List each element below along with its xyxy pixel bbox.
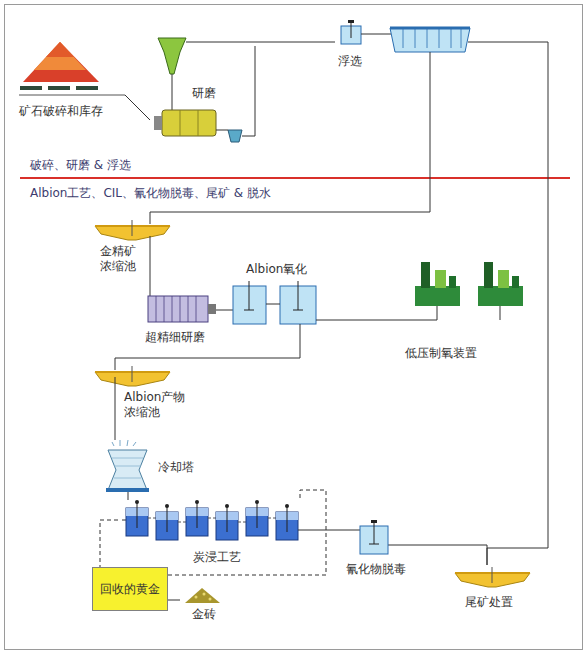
equipment-unit: 矿石破碎和库存 [15, 38, 125, 128]
unit-label: 超精细研磨 [145, 330, 205, 345]
flow-line [150, 280, 151, 292]
flow-line [150, 75, 430, 224]
equipment-unit: 氰化物脱毒 [338, 520, 418, 582]
flow-line [168, 490, 326, 575]
flow-line [168, 600, 180, 601]
flow-line [323, 320, 385, 321]
flow-line [115, 332, 300, 370]
section-label: Albion工艺、CIL、氰化物脱毒、尾矿 & 脱水 [30, 186, 271, 201]
unit-label: 金砖 [192, 607, 216, 622]
flow-line [225, 310, 228, 311]
flow-line [115, 430, 116, 440]
flow-line [313, 530, 338, 531]
process-box: 回收的黄金 [92, 567, 168, 611]
unit-label: 回收的黄金 [100, 582, 160, 597]
unit-label: 研磨 [192, 86, 216, 101]
unit-label: Albion产物 浓缩池 [124, 390, 198, 420]
flow-line [418, 545, 487, 565]
equipment-unit: 尾矿处置 [450, 565, 535, 620]
flow-line [128, 492, 129, 500]
equipment-icon [450, 565, 535, 620]
flow-line [265, 42, 335, 43]
equipment-unit: 冷却塔 [100, 440, 220, 492]
unit-label: 浮选 [338, 54, 362, 69]
flow-line [475, 42, 548, 565]
equipment-unit: 炭浸工艺 [118, 500, 313, 570]
equipment-unit: 金砖 [180, 585, 230, 627]
unit-label: Albion氧化 [246, 262, 307, 277]
section-label: 破碎、研磨 & 浮选 [30, 158, 131, 173]
equipment-unit: Albion氧化 [228, 262, 323, 332]
equipment-unit: 研磨 [150, 30, 265, 152]
equipment-unit: 金精矿 浓缩池 [92, 224, 172, 280]
equipment-unit: 浮选 [335, 20, 475, 75]
unit-label: 氰化物脱毒 [346, 562, 406, 577]
equipment-unit: 超精细研磨 [140, 292, 225, 348]
unit-label: 冷却塔 [158, 460, 194, 475]
unit-label: 矿石破碎和库存 [19, 104, 103, 119]
flow-line [125, 95, 150, 120]
flow-line [100, 520, 118, 567]
equipment-unit: 低压制氧装置 [385, 258, 530, 365]
unit-label: 炭浸工艺 [193, 550, 241, 565]
unit-label: 低压制氧装置 [405, 346, 477, 361]
unit-label: 尾矿处置 [465, 595, 513, 610]
equipment-unit: Albion产物 浓缩池 [92, 370, 202, 430]
unit-label: 金精矿 浓缩池 [100, 244, 140, 274]
